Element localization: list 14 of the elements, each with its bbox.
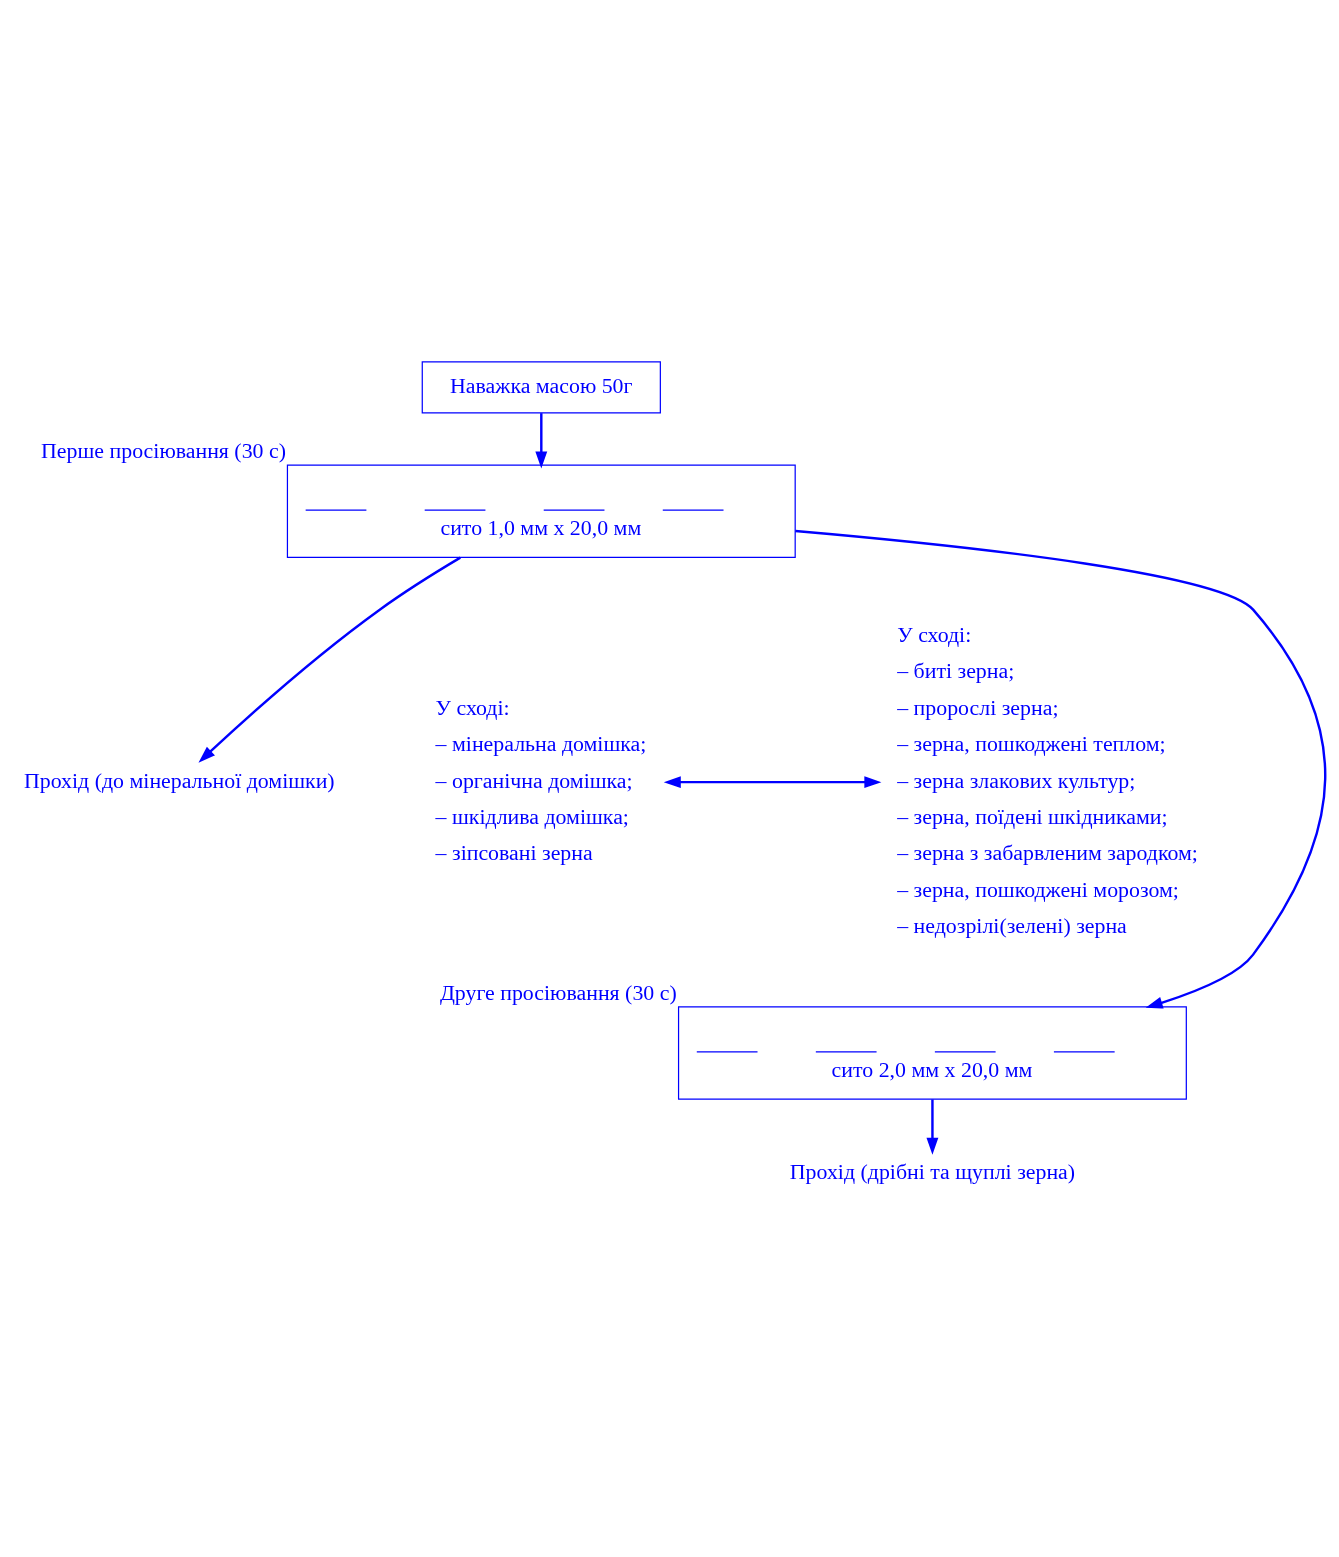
arrow: [535, 413, 548, 469]
arrow: [663, 776, 882, 789]
node-text: Прохід (дрібні та щуплі зерна): [789, 1159, 1076, 1184]
arrow: [926, 1099, 939, 1155]
node-text: Прохід (до мінеральної домішки): [24, 768, 335, 793]
arrow: [198, 556, 461, 763]
node-text: У сході: – биті зерна; – пророслі зерна; – зерна, пошкоджені теплом; – зерна злакових культур; – зерна, поїдені шкідниками; – зерна з забарвленим зародком; – зерна, пошкоджені морозом; – недозрілі(зелені) зерна: [897, 622, 1198, 939]
node-box: сито 2,0 мм х 20,0 мм: [677, 1006, 1187, 1100]
node-label: Друге просіювання (30 с): [439, 981, 677, 1006]
node-text: У сході: – мінеральна домішка; – органічна домішка; – шкідлива домішка; – зіпсовані зерна: [435, 695, 647, 866]
arrow: [795, 529, 1327, 1009]
node-box: сито 1,0 мм х 20,0 мм: [286, 464, 796, 559]
node-box: Наважка масою 50г: [421, 361, 661, 414]
node-label: Перше просіювання (30 с): [41, 439, 286, 464]
